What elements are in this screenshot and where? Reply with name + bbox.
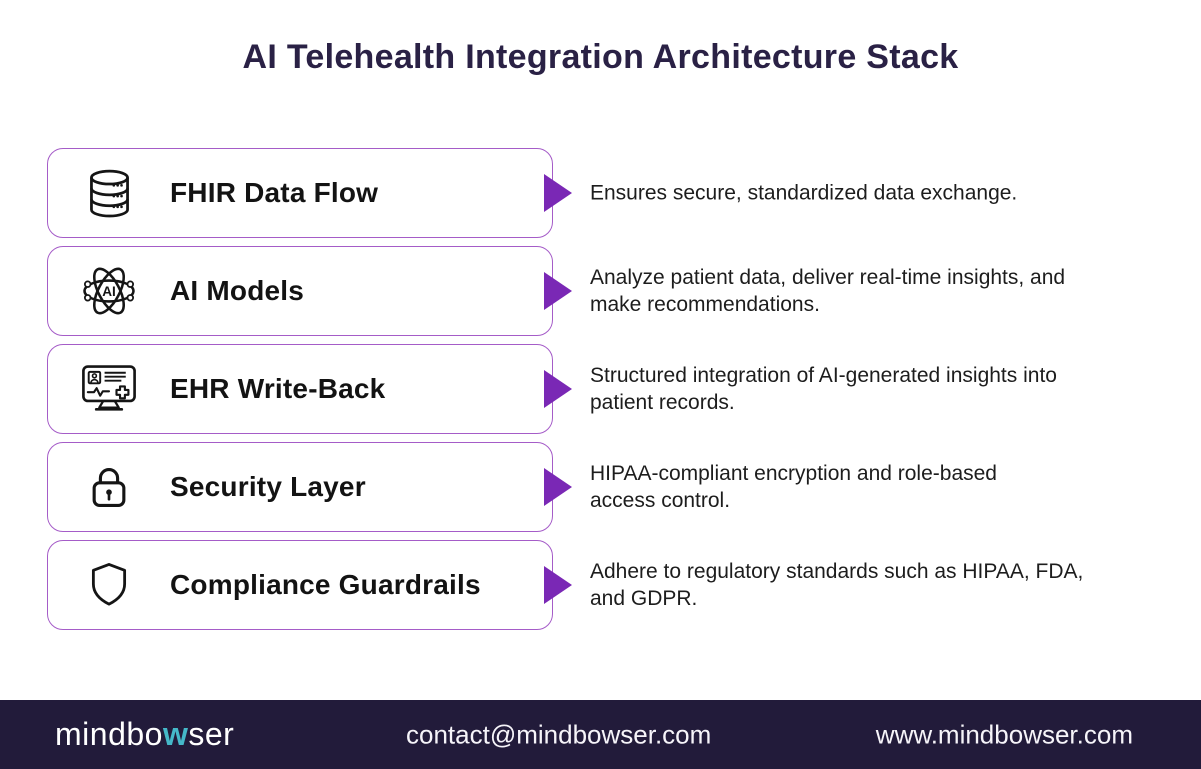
logo-prefix: mindbo	[55, 715, 163, 752]
layer-box: EHR Write-Back	[47, 344, 553, 434]
lock-icon	[78, 460, 140, 515]
layer-title: EHR Write-Back	[170, 373, 386, 404]
layer-row-fhir-data-flow: FHIR Data Flow Ensures secure, standardi…	[47, 148, 1157, 238]
layer-description: Ensures secure, standardized data exchan…	[590, 181, 1018, 205]
layer-box: AI AI Models	[47, 246, 553, 336]
right-arrow-icon	[544, 468, 572, 506]
layer-row-ai-models: AI AI Models Analyze patient data, deliv…	[47, 246, 1157, 336]
layer-title: FHIR Data Flow	[170, 177, 379, 208]
svg-text:AI: AI	[102, 284, 116, 299]
architecture-stack: FHIR Data Flow Ensures secure, standardi…	[47, 148, 1157, 630]
layer-box: FHIR Data Flow	[47, 148, 553, 238]
layer-description: Analyze patient data, deliver real-time …	[590, 266, 1066, 316]
page-title: AI Telehealth Integration Architecture S…	[242, 38, 959, 76]
layer-box: Security Layer	[47, 442, 553, 532]
website-url: www.mindbowser.com	[875, 719, 1133, 749]
right-arrow-icon	[544, 566, 572, 604]
layer-description: Structured integration of AI-generated i…	[590, 364, 1057, 414]
layer-description: Adhere to regulatory standards such as H…	[590, 560, 1084, 610]
layer-description: HIPAA-compliant encryption and role-base…	[590, 462, 997, 512]
layer-box: Compliance Guardrails	[47, 540, 553, 630]
logo-suffix: ser	[188, 715, 235, 752]
mindbowser-logo: mindbowser	[55, 715, 234, 752]
footer-bar: mindbowser contact@mindbowser.com www.mi…	[0, 700, 1201, 769]
database-icon	[78, 166, 140, 221]
right-arrow-icon	[544, 272, 572, 310]
logo-accent-w: w	[162, 715, 189, 752]
right-arrow-icon	[544, 174, 572, 212]
layer-title: AI Models	[170, 275, 305, 306]
ai-atom-icon: AI	[78, 262, 140, 320]
right-arrow-icon	[544, 370, 572, 408]
contact-email: contact@mindbowser.com	[406, 719, 712, 749]
layer-title: Security Layer	[170, 471, 366, 502]
layer-title: Compliance Guardrails	[170, 569, 481, 600]
layer-row-compliance-guardrails: Compliance Guardrails Adhere to regulato…	[47, 540, 1157, 630]
ehr-monitor-icon	[78, 363, 140, 416]
layer-row-security-layer: Security Layer HIPAA-compliant encryptio…	[47, 442, 1157, 532]
shield-icon	[78, 558, 140, 613]
layer-row-ehr-write-back: EHR Write-Back Structured integration of…	[47, 344, 1157, 434]
